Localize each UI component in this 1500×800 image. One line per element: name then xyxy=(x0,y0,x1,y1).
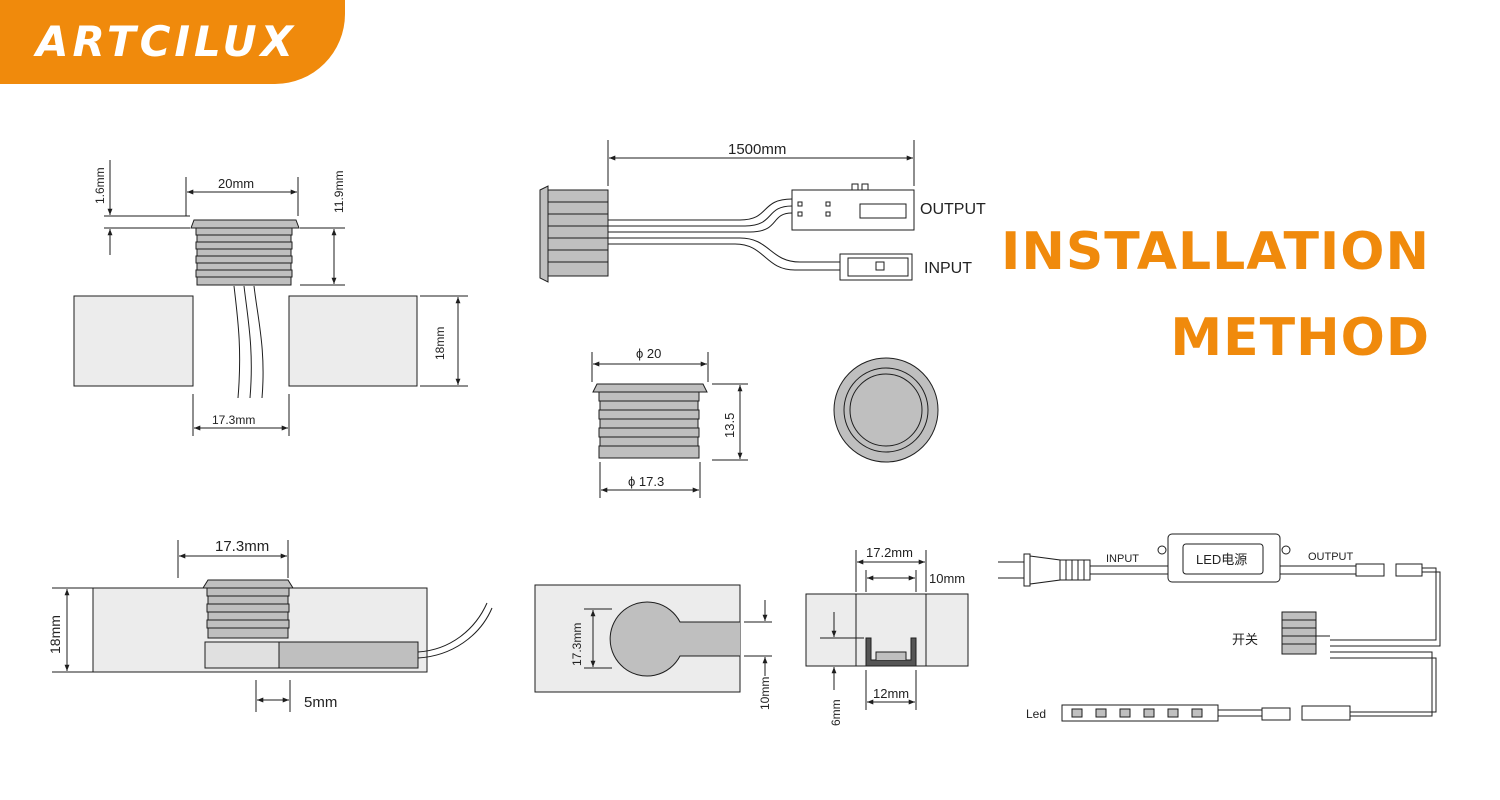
wire xyxy=(233,285,241,399)
dim-board-thickness: 18mm xyxy=(433,327,447,360)
cable-wire xyxy=(608,205,793,227)
dim-top-diameter: ϕ 20 xyxy=(636,346,661,361)
switch-ribs xyxy=(195,227,293,286)
cable-figure xyxy=(539,140,915,283)
cable-wire xyxy=(608,237,840,263)
label-input: INPUT xyxy=(924,260,972,277)
switch-cap xyxy=(190,219,300,229)
switch-top-view xyxy=(833,357,939,463)
dim-groove-width: 10mm xyxy=(758,677,772,710)
wire xyxy=(253,285,264,399)
right-board xyxy=(288,295,418,387)
keyhole-groove-figure xyxy=(534,584,772,693)
keyhole-cutout xyxy=(609,601,740,677)
wiring-figure xyxy=(998,533,1441,722)
brand-tab: ARTCILUX xyxy=(0,0,345,84)
left-board xyxy=(73,295,194,387)
output-socket xyxy=(1395,563,1423,577)
switch-body-ribs xyxy=(547,189,609,277)
dim-groove-hole: 17.3mm xyxy=(570,623,584,666)
strip-socket xyxy=(1301,705,1351,721)
brand-logo: ARTCILUX xyxy=(36,17,298,66)
wiring-input-label: INPUT xyxy=(1106,553,1139,565)
dim-mount-hole: 17.3mm xyxy=(215,538,269,555)
dim-hole: 17.3mm xyxy=(212,413,255,427)
dim-cap-thickness: 1.6mm xyxy=(93,167,107,204)
switch-dimension-figure xyxy=(591,352,939,498)
dim-body-diameter: ϕ 17.3 xyxy=(628,474,664,489)
dim-mount-offset: 5mm xyxy=(304,694,337,711)
switch-cap-side xyxy=(592,383,708,393)
wiring-driver-label: LED电源 xyxy=(1196,552,1247,567)
wire xyxy=(417,607,493,659)
cable-wire xyxy=(608,243,840,271)
profile-channel xyxy=(865,637,917,667)
dim-profile-base: 12mm xyxy=(873,686,909,701)
cable-wire xyxy=(608,198,793,221)
dim-cable-length: 1500mm xyxy=(728,141,786,158)
dim-height: 11.9mm xyxy=(332,171,346,213)
plug-icon xyxy=(998,553,1091,587)
mount-cap xyxy=(202,579,294,589)
output-connector xyxy=(791,189,915,231)
switch-ribs-side xyxy=(598,391,700,459)
wiring-switch xyxy=(1281,611,1317,655)
output-plug xyxy=(1355,563,1385,577)
title-installation: INSTALLATION xyxy=(1000,222,1430,282)
profile-groove-figure xyxy=(805,550,969,710)
mount-ribs xyxy=(206,587,290,639)
switch-front-cap xyxy=(539,185,549,283)
dim-profile-slot: 10mm xyxy=(929,571,965,586)
dim-profile-outer: 17.2mm xyxy=(866,545,913,560)
dim-mount-board: 18mm xyxy=(47,615,63,654)
mounting-section-figure xyxy=(52,540,493,712)
wiring-switch-label: 开关 xyxy=(1232,632,1258,647)
wire xyxy=(417,602,488,653)
wiring-output-label: OUTPUT xyxy=(1308,551,1354,563)
dim-top-width: 20mm xyxy=(218,176,254,191)
cable-wire xyxy=(608,212,793,233)
dim-switch-height: 13.5 xyxy=(722,413,737,438)
label-output: OUTPUT xyxy=(920,201,986,218)
wire xyxy=(243,285,252,399)
wiring-led-label: Led xyxy=(1026,707,1046,721)
title-method: METHOD xyxy=(1170,308,1430,368)
side-section-figure xyxy=(73,160,468,436)
strip-plug xyxy=(1261,707,1291,721)
dim-profile-depth: 6mm xyxy=(829,699,843,726)
